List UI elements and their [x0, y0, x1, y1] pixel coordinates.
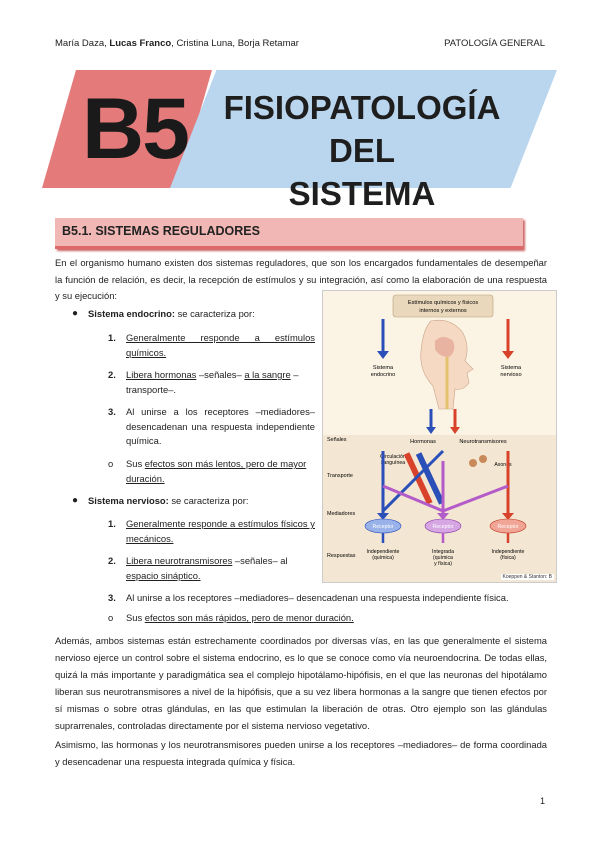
- paragraph-neuroendocrine: Además, ambos sistemas están estrechamen…: [55, 635, 547, 731]
- endocrine-item-4: o Sus efectos son más lentos, pero de ma…: [108, 458, 307, 484]
- fig-top-label-2: internos y externos: [419, 308, 466, 314]
- fig-resp1: Independiente(química): [367, 549, 400, 561]
- figure-diagram: Estímulos químicos y físicos internos y …: [323, 291, 556, 582]
- nervous-item-2: 2. Libera neurotransmisores –señales– al…: [108, 555, 288, 581]
- endocrine-item-1: 1. Generalmente responde a estímulos quí…: [108, 332, 315, 358]
- fig-neurotransmitters: Neurotransmisores: [459, 439, 506, 445]
- header-authors: María Daza, Lucas Franco, Cristina Luna,…: [55, 38, 299, 49]
- section-heading-bar: B5.1. SISTEMAS REGULADORES: [55, 218, 523, 249]
- fig-top-label-1: Estímulos químicos y físicos: [408, 300, 478, 306]
- fig-row-responses: Respuestas: [327, 553, 356, 559]
- bullet-dot-icon: ●: [72, 495, 79, 506]
- nervous-item-1: 1. Generalmente responde a estímulos fís…: [108, 518, 315, 544]
- chapter-title-box: [170, 70, 557, 188]
- blood-vessel-1: [403, 452, 433, 505]
- fig-resp3: Independiente(física): [492, 549, 525, 561]
- bullet-dot-icon: ●: [72, 308, 79, 319]
- intro-paragraph: En el organismo humano existen dos siste…: [55, 257, 547, 302]
- fig-axons: Axones: [494, 462, 512, 468]
- title-banner: B5 FISIOPATOLOGÍA DEL SISTEMA ENDOCRINO: [42, 70, 557, 255]
- fig-row-mediators: Mediadores: [327, 511, 355, 517]
- nervous-item-4: o Sus efectos son más rápidos, pero de m…: [108, 612, 354, 623]
- receptor-1-label: Receptor: [372, 524, 393, 530]
- receptor-3-label: Receptor: [497, 524, 518, 530]
- regulatory-systems-figure: Estímulos químicos y físicos internos y …: [322, 290, 557, 583]
- fig-hormones: Hormonas: [410, 439, 436, 445]
- chapter-code: B5: [82, 81, 190, 177]
- nervous-item-3: 3. Al unirse a los receptores –mediadore…: [108, 592, 509, 603]
- receptor-2-label: Receptor: [432, 524, 453, 530]
- fig-row-signals: Señales: [327, 437, 347, 443]
- header-subject: PATOLOGÍA GENERAL: [444, 38, 545, 49]
- endocrine-item-2: 2. Libera hormonas –señales– a la sangre…: [108, 369, 299, 395]
- brain-shape: [435, 337, 455, 357]
- paragraph-integrated-response: Asimismo, las hormonas y los neurotransm…: [55, 739, 547, 767]
- section-heading: B5.1. SISTEMAS REGULADORES: [62, 224, 260, 238]
- figure-credit: Koeppen & Stanton: B: [500, 574, 554, 580]
- page-number: 1: [539, 796, 545, 806]
- blood-vessel-2: [415, 452, 445, 505]
- fig-row-transport: Transporte: [327, 473, 353, 479]
- endocrine-item-3: 3. Al unirse a los receptores –mediadore…: [108, 406, 315, 446]
